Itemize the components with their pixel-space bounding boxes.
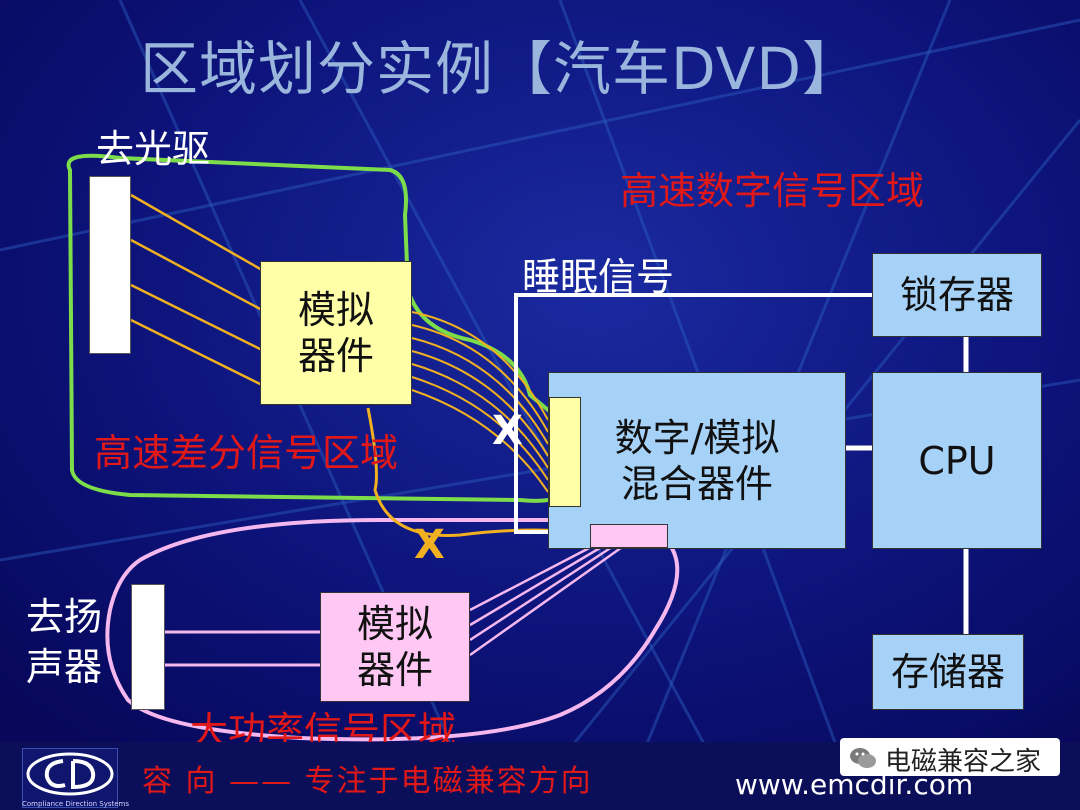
mixed-device-line2: 混合器件: [620, 461, 773, 506]
optical-drive-connector: [89, 176, 131, 354]
mixed-device-analog-port: [549, 397, 581, 507]
cd-logo-icon: [26, 752, 114, 796]
mixed-device-line1: 数字/模拟: [614, 415, 780, 460]
traces-optical-to-analog: [130, 193, 263, 387]
slide-title: 区域划分实例【汽车DVD】: [140, 35, 861, 103]
logo-caption: Compliance Direction Systems: [22, 800, 130, 808]
cpu-block: CPU: [872, 372, 1042, 549]
wechat-icon: [850, 748, 876, 768]
traces-speaker-to-analog: [165, 630, 320, 667]
wechat-badge: [840, 738, 1060, 776]
cross-mark-white: X: [492, 408, 523, 454]
analog-device-bottom-line2: 器件: [356, 648, 433, 692]
traces-analog-to-mixed-pink: [469, 543, 626, 657]
label-to-speaker-line1: 去扬: [26, 595, 103, 639]
label-to-optical-drive: 去光驱: [96, 127, 211, 171]
analog-device-top: 模拟 器件: [260, 261, 412, 405]
analog-device-bottom-line1: 模拟: [356, 602, 433, 646]
zone-label-high-speed-differential: 高速差分信号区域: [94, 431, 399, 475]
wechat-account-name: 电磁兼容之家: [885, 747, 1042, 777]
analog-device-top-line1: 模拟: [297, 288, 374, 332]
zone-outline-green: [66, 153, 578, 503]
zone-label-high-speed-digital: 高速数字信号区域: [620, 169, 925, 213]
label-sleep-signal: 睡眠信号: [522, 255, 675, 299]
footer-slogan: 容 向 —— 专注于电磁兼容方向: [142, 764, 593, 799]
latch-block: 锁存器: [872, 253, 1042, 337]
mixed-device-power-port: [590, 524, 668, 548]
memory-block: 存储器: [872, 634, 1024, 710]
speaker-connector: [131, 584, 165, 710]
cross-mark-yellow: X: [414, 522, 445, 568]
analog-device-bottom: 模拟 器件: [320, 592, 470, 702]
analog-device-top-line2: 器件: [297, 334, 374, 378]
trace-sleep-signal: [514, 293, 872, 534]
label-to-speaker-line2: 声器: [26, 645, 103, 689]
traces-analog-to-mixed: [411, 311, 549, 493]
company-logo: [22, 748, 118, 808]
mixed-signal-device: 数字/模拟 混合器件: [548, 372, 846, 549]
